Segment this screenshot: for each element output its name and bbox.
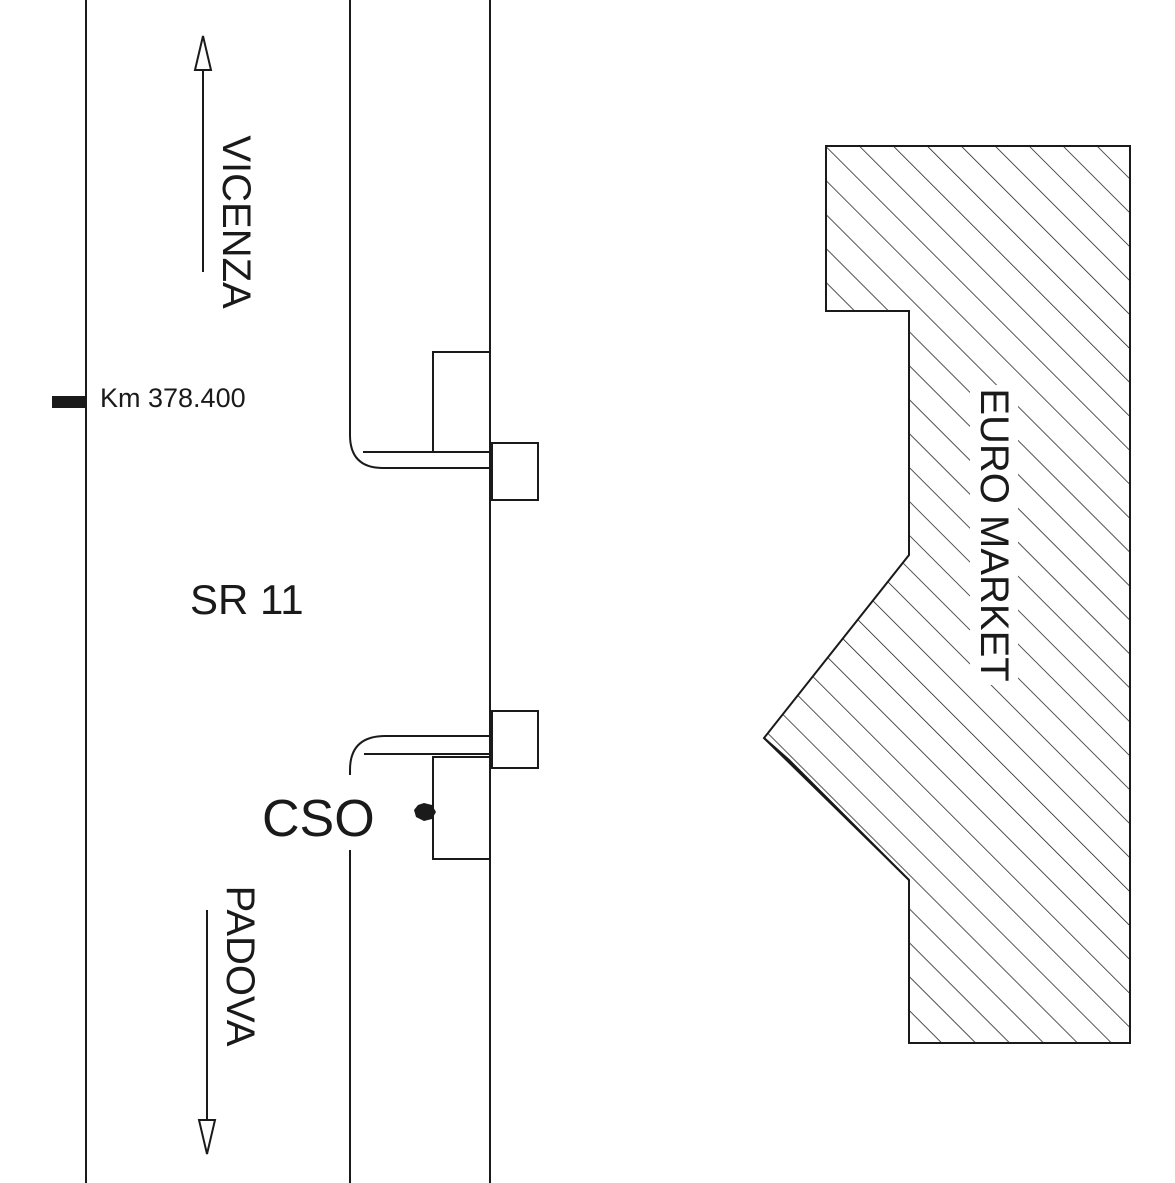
station-dot-icon bbox=[414, 803, 436, 821]
south-direction-label: PADOVA bbox=[218, 886, 262, 1047]
upper-booth bbox=[491, 442, 539, 501]
road-label: SR 11 bbox=[190, 576, 304, 623]
km-marker-label: Km 378.400 bbox=[100, 383, 246, 413]
building-footprint bbox=[762, 145, 1131, 1044]
station-label: CSO bbox=[262, 790, 375, 848]
building-inner-edge bbox=[763, 737, 910, 881]
lower-booth bbox=[491, 710, 539, 769]
lower-kiosk bbox=[432, 756, 491, 860]
side-lane-lower bbox=[349, 735, 492, 775]
side-lane-upper bbox=[349, 0, 492, 469]
north-direction-label: VICENZA bbox=[214, 135, 258, 309]
km-tick-icon bbox=[52, 396, 86, 408]
building-label-bg bbox=[970, 385, 1018, 685]
arrow-down-icon bbox=[197, 910, 217, 1155]
arrow-up-icon bbox=[193, 35, 213, 272]
building-label: EURO MARKET bbox=[972, 388, 1016, 681]
upper-kiosk bbox=[432, 351, 491, 453]
